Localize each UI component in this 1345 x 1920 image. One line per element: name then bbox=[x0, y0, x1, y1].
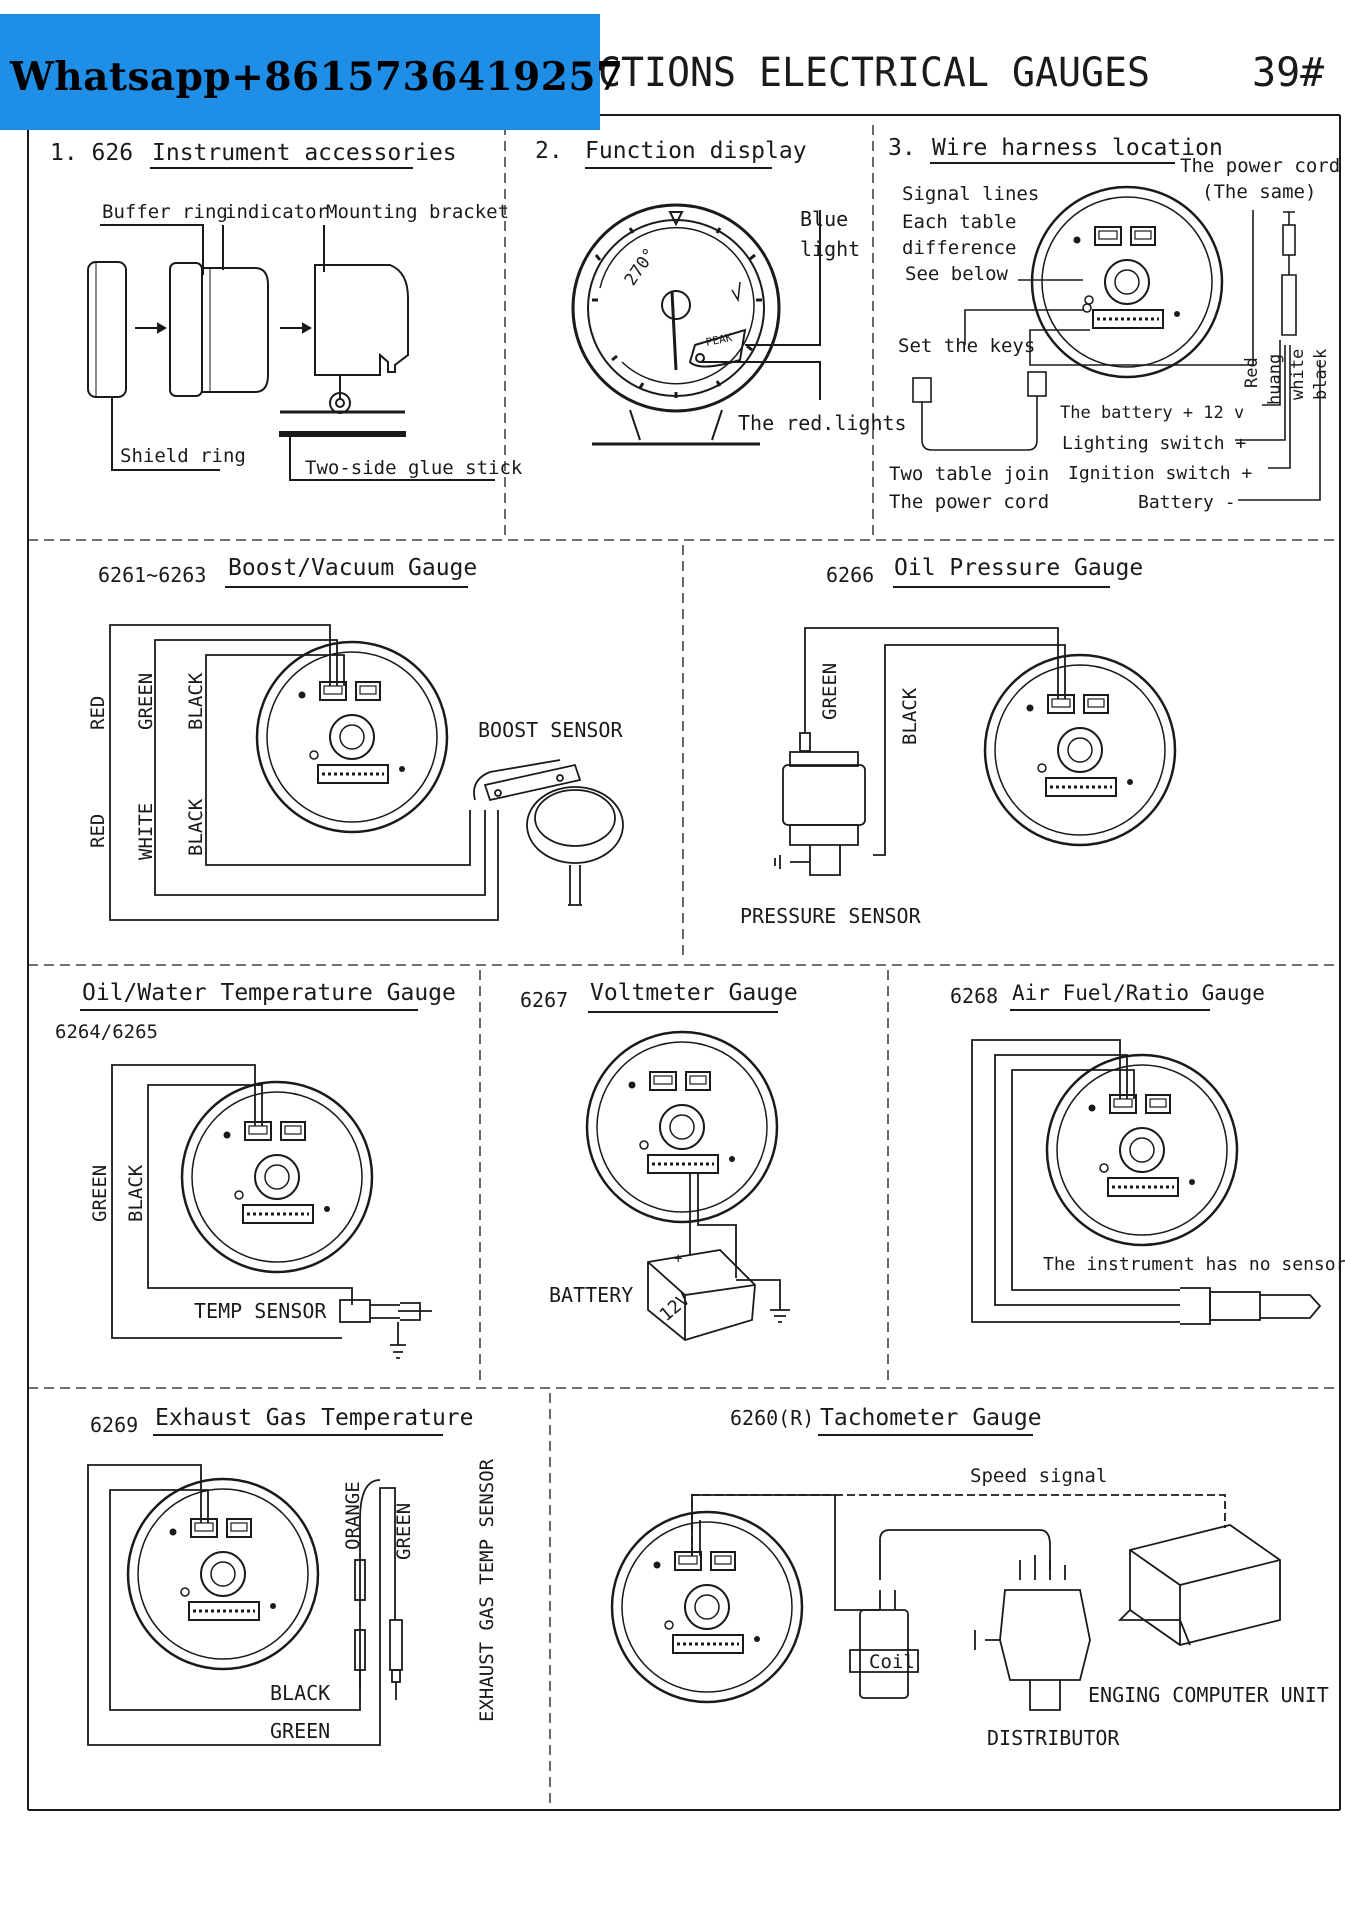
label-difference: difference bbox=[902, 237, 1016, 259]
wire-label-red: RED bbox=[87, 696, 109, 730]
wire-label-black: BLACK bbox=[185, 672, 207, 730]
label-wire-white: white bbox=[1288, 349, 1308, 400]
wire-label-black: BLACK bbox=[270, 1681, 330, 1705]
section-title: Boost/Vacuum Gauge bbox=[228, 555, 477, 581]
section-number: 6268 bbox=[950, 984, 998, 1008]
label-signal-lines: Signal lines bbox=[902, 183, 1039, 205]
section-oil-pressure-gauge: 6266 Oil Pressure Gauge GREEN BLACK PRES… bbox=[740, 555, 1177, 928]
section-tachometer-gauge: 6260(R) Tachometer Gauge Speed signal Co… bbox=[610, 1405, 1329, 1750]
section-number: 3. bbox=[888, 135, 916, 161]
wire-label-green: GREEN bbox=[89, 1165, 111, 1222]
label-no-sensor: The instrument has no sensor bbox=[1043, 1254, 1345, 1275]
egt-gauge bbox=[126, 1477, 320, 1671]
label-ignition-switch: Ignition switch + bbox=[1068, 463, 1252, 484]
section-function-display: 2. Function display bbox=[535, 138, 907, 446]
section-title: Exhaust Gas Temperature bbox=[155, 1405, 474, 1431]
label-pressure-sensor: PRESSURE SENSOR bbox=[740, 904, 922, 928]
label-blue-light-2: light bbox=[800, 237, 860, 261]
section-number: 6267 bbox=[520, 988, 568, 1012]
section-title: Tachometer Gauge bbox=[820, 1405, 1042, 1431]
label-engine-computer-unit: ENGING COMPUTER UNIT bbox=[1088, 1683, 1329, 1707]
section-temperature-gauge: Oil/Water Temperature Gauge 6264/6265 GR… bbox=[55, 980, 456, 1359]
section-number: 6266 bbox=[826, 563, 874, 587]
label-red-lights: The red.lights bbox=[738, 411, 907, 435]
section-title: Oil/Water Temperature Gauge bbox=[82, 980, 456, 1006]
label-blue-light-1: Blue bbox=[800, 207, 848, 231]
banner-contact-text: Whatsapp+8615736419257 bbox=[10, 54, 624, 100]
label-power-cord: The power cord bbox=[1180, 155, 1340, 177]
wire-label-black: BLACK bbox=[899, 687, 921, 745]
label-mounting-bracket: Mounting bracket bbox=[326, 201, 509, 223]
label-see-below: See below bbox=[905, 263, 1009, 285]
section-title: Instrument accessories bbox=[152, 140, 457, 166]
function-gauge-face bbox=[571, 203, 821, 446]
section-instrument-accessories: 1. 626 Instrument accessories Buffer rin… bbox=[50, 140, 523, 481]
section-number: 1. 626 bbox=[50, 140, 133, 166]
wire-label-green: GREEN bbox=[135, 673, 157, 730]
section-wire-harness: 3. Wire harness location The power cord … bbox=[888, 135, 1340, 513]
header-page-number: 39# bbox=[1252, 50, 1324, 96]
label-wire-red: Red bbox=[1242, 357, 1262, 388]
label-battery-12v: The battery + 12 v bbox=[1060, 403, 1244, 423]
label-two-table-join: Two table join bbox=[889, 463, 1049, 485]
tachometer-gauge bbox=[610, 1510, 804, 1704]
section-number: 2. bbox=[535, 138, 563, 164]
label-speed-signal: Speed signal bbox=[970, 1465, 1107, 1487]
section-title: Air Fuel/Ratio Gauge bbox=[1012, 981, 1265, 1005]
label-power-cord-2: The power cord bbox=[889, 491, 1049, 513]
section-exhaust-gas-temperature: 6269 Exhaust Gas Temperature ORANGE GREE… bbox=[87, 1405, 498, 1746]
section-title: Function display bbox=[585, 138, 807, 164]
label-shield-ring: Shield ring bbox=[120, 445, 246, 467]
section-number: 6269 bbox=[90, 1413, 138, 1437]
label-set-keys: Set the keys bbox=[898, 335, 1035, 357]
air-fuel-gauge bbox=[1045, 1053, 1239, 1247]
wire-label-black: BLACK bbox=[125, 1164, 147, 1222]
label-battery: BATTERY bbox=[549, 1283, 633, 1307]
section-voltmeter-gauge: 6267 Voltmeter Gauge + BATTERY 12V bbox=[520, 980, 798, 1341]
label-wire-black: black bbox=[1311, 349, 1331, 400]
voltmeter-gauge bbox=[585, 1030, 779, 1224]
whatsapp-banner: Whatsapp+8615736419257 bbox=[0, 14, 623, 130]
label-each-table: Each table bbox=[902, 211, 1016, 233]
label-distributor: DISTRIBUTOR bbox=[987, 1726, 1120, 1750]
section-boost-vacuum-gauge: 6261~6263 Boost/Vacuum Gauge RED GREEN B… bbox=[87, 555, 624, 921]
wire-label-white: WHITE bbox=[135, 803, 157, 860]
section-title: Wire harness location bbox=[932, 135, 1223, 161]
label-battery-negative: Battery - bbox=[1138, 492, 1236, 513]
section-number: 6261~6263 bbox=[98, 563, 206, 587]
sheet-frame bbox=[27, 114, 1341, 1811]
label-egt-sensor: EXHAUST GAS TEMP SENSOR bbox=[476, 1458, 498, 1722]
label-angle: 270° bbox=[621, 245, 661, 290]
label-the-same: (The same) bbox=[1202, 181, 1316, 203]
section-title: Voltmeter Gauge bbox=[590, 980, 798, 1006]
label-temp-sensor: TEMP SENSOR bbox=[194, 1299, 327, 1323]
section-air-fuel-ratio-gauge: 6268 Air Fuel/Ratio Gauge The instrument… bbox=[950, 981, 1345, 1325]
label-lighting-switch: Lighting switch + bbox=[1062, 433, 1246, 454]
section-number: 6260(R) bbox=[730, 1406, 814, 1430]
wire-label-red-2: RED bbox=[87, 814, 109, 848]
label-boost-sensor: BOOST SENSOR bbox=[478, 718, 623, 742]
battery-plus: + bbox=[674, 1251, 682, 1267]
label-peak: PEAK bbox=[705, 331, 734, 349]
header-title: CTIONS ELECTRICAL GAUGES bbox=[598, 50, 1150, 96]
label-coil: Coil bbox=[869, 1651, 915, 1673]
temperature-gauge bbox=[180, 1080, 374, 1274]
wire-label-orange: ORANGE bbox=[342, 1481, 364, 1550]
wire-label-green-2: GREEN bbox=[270, 1719, 330, 1743]
section-title: Oil Pressure Gauge bbox=[894, 555, 1143, 581]
label-wire-huang: huang bbox=[1265, 354, 1285, 405]
section-number: 6264/6265 bbox=[55, 1021, 158, 1043]
label-glue-stick: Two-side glue stick bbox=[305, 457, 523, 479]
wire-label-green: GREEN bbox=[393, 1503, 415, 1560]
boost-gauge bbox=[255, 640, 449, 834]
harness-gauge bbox=[1030, 185, 1224, 379]
label-indicator: indicator bbox=[225, 201, 328, 223]
wire-label-green: GREEN bbox=[819, 663, 841, 720]
oil-pressure-gauge bbox=[983, 653, 1177, 847]
wire-label-black-2: BLACK bbox=[185, 798, 207, 856]
label-buffer-ring: Buffer ring bbox=[102, 201, 228, 223]
